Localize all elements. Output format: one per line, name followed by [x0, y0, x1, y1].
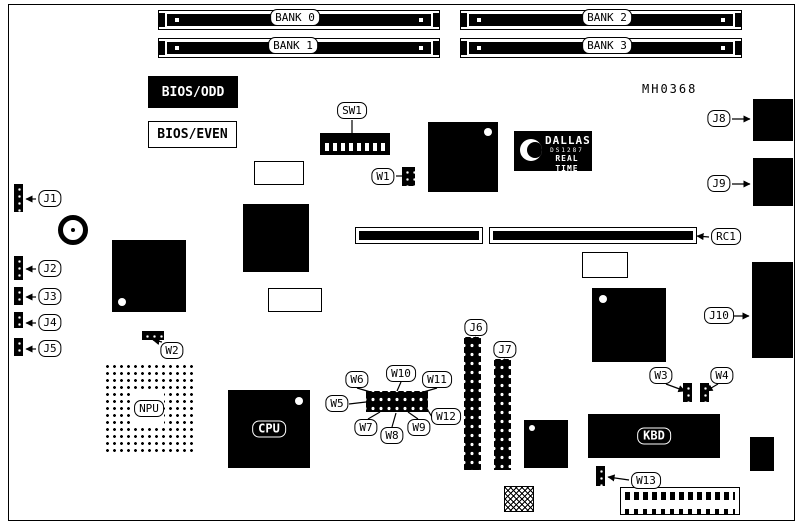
oscillator-1: [254, 161, 304, 185]
dallas-realtime-text: REAL TIME: [555, 154, 579, 173]
simm-latch-right: [433, 41, 439, 55]
label-w10: W10: [386, 365, 416, 382]
label-j9: J9: [707, 175, 731, 192]
label-rc1: RC1: [711, 228, 741, 245]
label-sw1: SW1: [337, 102, 367, 119]
label-j6: J6: [464, 319, 488, 336]
connector-teeth: [625, 509, 735, 514]
label-w9: W9: [407, 419, 431, 436]
simm-slot-bank1: [158, 38, 440, 58]
jumper-w2: [142, 331, 164, 340]
simm-latch-right: [433, 13, 439, 27]
jumper-w4: [700, 383, 709, 402]
label-w7: W7: [354, 419, 378, 436]
label-w3: W3: [649, 367, 673, 384]
label-w5: W5: [325, 395, 349, 412]
jumper-w1: [402, 167, 415, 186]
connector-j3: [14, 287, 23, 305]
pin1-marker: [529, 425, 535, 431]
simm-latch-right: [735, 41, 741, 55]
bios-odd-chip: BIOS/ODD: [148, 76, 238, 108]
board-outline: [8, 4, 795, 521]
label-w11: W11: [422, 371, 452, 388]
power-connector: [620, 487, 740, 515]
label-npu: NPU: [134, 400, 164, 417]
port-j10: [752, 262, 793, 358]
bios-odd-label: BIOS/ODD: [161, 85, 225, 100]
label-j7: J7: [493, 341, 517, 358]
bios-even-chip: BIOS/EVEN: [148, 121, 237, 148]
kbd-chip: KBD: [588, 414, 720, 458]
label-w2: W2: [160, 342, 184, 359]
simm-latch-left: [461, 41, 467, 55]
pin1-marker: [295, 397, 303, 405]
label-bank0: BANK 0: [270, 9, 320, 26]
slot-left: [355, 227, 483, 244]
dallas-model-text: DS1287: [550, 147, 584, 154]
label-j5: J5: [38, 340, 62, 357]
connector-j2: [14, 256, 23, 280]
dallas-logo: [520, 139, 542, 161]
label-j2: J2: [38, 260, 62, 277]
label-bank2: BANK 2: [582, 9, 632, 26]
header-j6: [464, 337, 481, 470]
qfp-chip-left: [112, 240, 186, 312]
slot-rc1: [489, 227, 697, 244]
label-w13: W13: [631, 472, 661, 489]
label-j3: J3: [38, 288, 62, 305]
board-part-code: MH0368: [642, 82, 698, 96]
oscillator-2: [268, 288, 322, 312]
simm-latch-left: [159, 41, 165, 55]
label-w6: W6: [345, 371, 369, 388]
port-j9: [753, 158, 793, 206]
jumper-w13: [596, 466, 605, 486]
dip-switch-sw1: [320, 133, 390, 155]
label-w1: W1: [371, 168, 395, 185]
jumper-w3: [683, 383, 692, 402]
cpu-chip: CPU: [228, 390, 310, 468]
connector-pins: [625, 492, 735, 500]
label-w12: W12: [431, 408, 461, 425]
pin1-marker: [599, 295, 607, 303]
label-w4: W4: [710, 367, 734, 384]
connector-j4: [14, 312, 23, 328]
speaker-ring: [58, 215, 88, 245]
connector-j1: [14, 184, 23, 212]
bios-even-label: BIOS/EVEN: [157, 127, 228, 142]
qfp-chip-right: [592, 288, 666, 362]
port-j8: [753, 99, 793, 141]
label-bank3: BANK 3: [582, 37, 632, 54]
hatched-component: [504, 486, 534, 512]
label-bank1: BANK 1: [268, 37, 318, 54]
oscillator-3: [582, 252, 628, 278]
qfp-chip-center: [243, 204, 309, 272]
header-j7: [494, 359, 511, 470]
cpu-label: CPU: [252, 420, 286, 438]
dallas-rtc-chip: DALLAS DS1287 REAL TIME: [514, 131, 592, 173]
kbd-label: KBD: [637, 427, 671, 445]
simm-latch-left: [159, 13, 165, 27]
simm-latch-right: [735, 13, 741, 27]
chip-small-bottom: [524, 420, 568, 468]
label-j8: J8: [707, 110, 731, 127]
qfp-chip-top: [428, 122, 498, 192]
pin1-marker: [118, 298, 126, 306]
label-w8: W8: [380, 427, 404, 444]
label-j10: J10: [704, 307, 734, 324]
connector-j5: [14, 338, 23, 356]
pin1-marker: [484, 128, 492, 136]
label-j1: J1: [38, 190, 62, 207]
dallas-brand-text: DALLAS: [545, 134, 591, 147]
dip-switch-positions: [325, 143, 385, 151]
jumper-block-w5-w12: [366, 391, 428, 412]
simm-latch-left: [461, 13, 467, 27]
port-bottom-right: [750, 437, 774, 471]
label-j4: J4: [38, 314, 62, 331]
